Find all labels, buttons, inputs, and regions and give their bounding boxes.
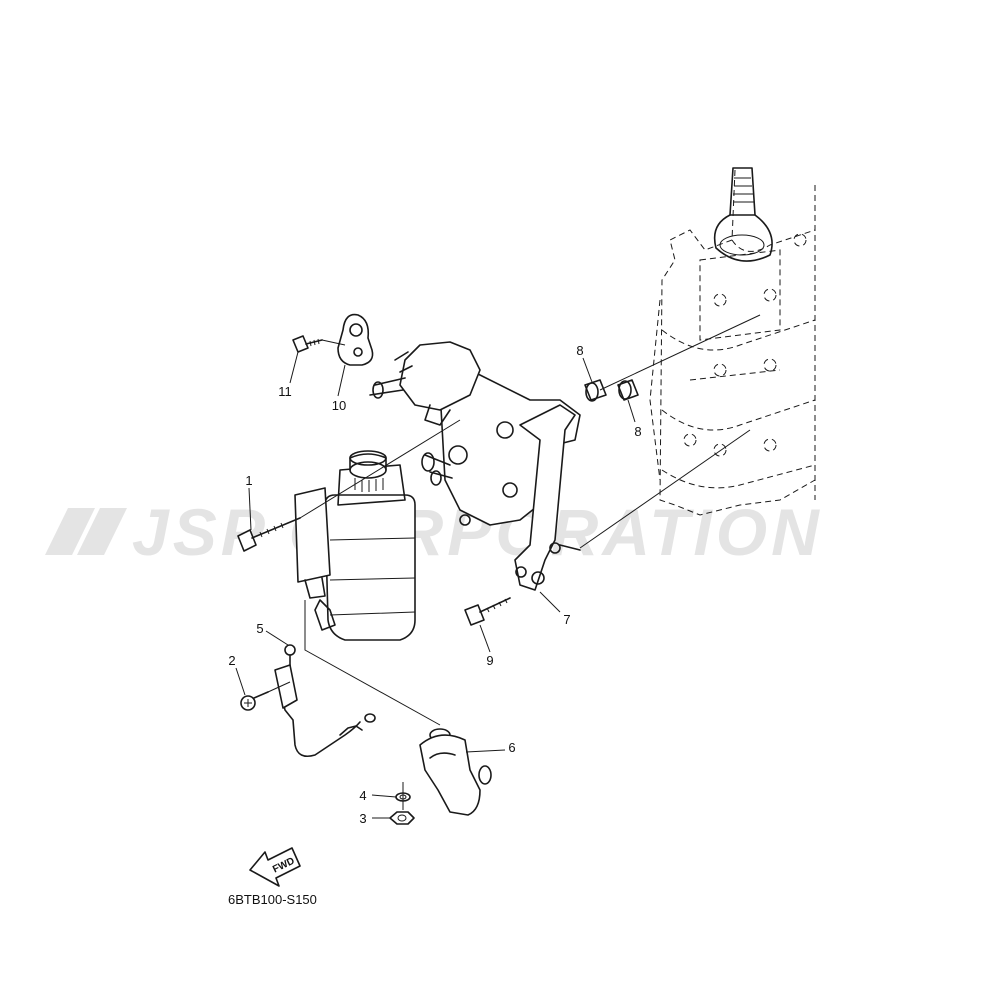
part-9-bolt [464,597,511,626]
part-1-bolt [237,517,301,552]
engine-block [649,169,816,516]
assembly-lines [267,314,761,810]
callout-9: 9 [486,653,493,668]
callout-2: 2 [228,653,235,668]
part-6-cable [419,728,492,816]
part-2-screw [240,691,269,711]
watermark-bar-1 [45,508,95,555]
callout-7: 7 [563,612,570,627]
callout-3: 3 [359,811,366,826]
callout-11: 11 [278,384,292,399]
part-8-collars [584,379,639,402]
watermark-bar-2 [77,508,127,555]
watermark: JSP CORPORATION [45,495,819,569]
callouts: 1 2 3 4 5 6 7 8 8 9 10 11 [228,343,641,826]
callout-4: 4 [359,788,366,803]
callout-10: 10 [332,398,346,413]
fwd-arrow: FWD [249,847,301,887]
callout-8-lower: 8 [634,424,641,439]
starter-motor [294,450,416,641]
part-11-bolt [292,335,323,353]
leader-lines [235,351,636,819]
callout-8-upper: 8 [576,343,583,358]
part-10-plate [337,313,374,366]
part-3-nut [389,811,415,825]
callout-6: 6 [508,740,515,755]
callout-5: 5 [256,621,263,636]
part-7-stay [514,404,581,591]
diagram-code: 6BTB100-S150 [228,892,317,907]
callout-1: 1 [245,473,252,488]
crankshaft-top [713,167,773,262]
relay-cluster [369,341,481,426]
part-5-lead-wire [274,644,376,758]
